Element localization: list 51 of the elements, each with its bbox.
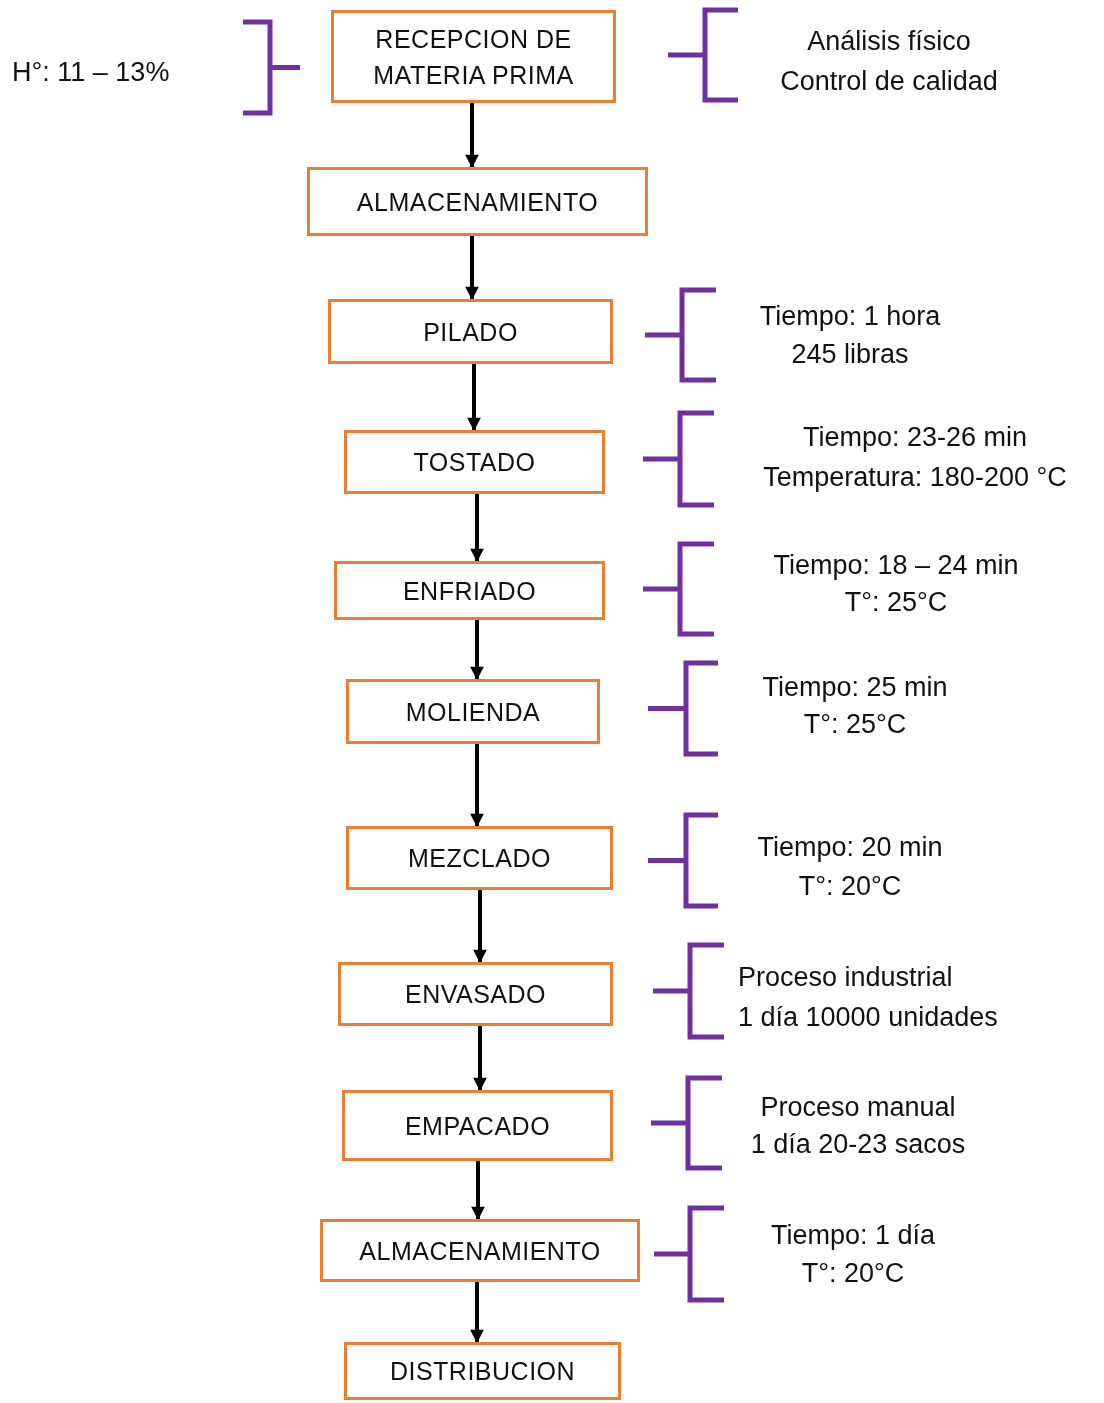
- process-note: Tiempo: 1 hora: [759, 300, 941, 333]
- process-box: [328, 299, 613, 364]
- arrow: [473, 890, 487, 964]
- step-label: DISTRIBUCION: [388, 1356, 577, 1387]
- process-note: Tiempo: 18 – 24 min: [773, 549, 1019, 582]
- arrow: [470, 494, 484, 563]
- arrow: [473, 1026, 487, 1092]
- process-note: Tiempo: 23-26 min: [802, 421, 1028, 454]
- process-box: [346, 826, 613, 890]
- step-label: EMPACADO: [403, 1110, 552, 1142]
- arrow: [470, 1282, 484, 1344]
- step-label: RECEPCION DE MATERIA PRIMA: [372, 23, 575, 91]
- process-note: Tiempo: 1 día: [770, 1219, 936, 1252]
- process-note: T°: 20°C: [798, 870, 902, 903]
- step-label: ALMACENAMIENTO: [355, 186, 600, 218]
- step-label: ALMACENAMIENTO: [358, 1235, 602, 1267]
- arrow: [471, 1161, 485, 1221]
- process-note: Control de calidad: [780, 65, 998, 98]
- arrow: [465, 236, 479, 301]
- process-note: T°: 25°C: [803, 708, 907, 741]
- arrow: [465, 103, 479, 169]
- process-box: [307, 167, 648, 236]
- process-note: Proceso manual: [760, 1091, 956, 1124]
- process-box: [344, 430, 605, 494]
- step-label: MOLIENDA: [404, 696, 542, 728]
- arrow: [470, 744, 484, 828]
- process-note: Tiempo: 25 min: [762, 671, 948, 704]
- process-box: [320, 1219, 640, 1282]
- process-note: Análisis físico: [807, 25, 971, 58]
- process-box: [342, 1090, 613, 1161]
- step-label: ENVASADO: [403, 979, 548, 1010]
- process-box: [346, 679, 600, 744]
- process-box: [334, 561, 605, 620]
- moisture-note: H°: 11 – 13%: [12, 56, 170, 89]
- process-box: [331, 10, 616, 103]
- process-note: 1 día 20-23 sacos: [750, 1128, 966, 1161]
- process-note: 1 día 10000 unidades: [738, 1001, 998, 1034]
- process-note: 245 libras: [791, 338, 909, 371]
- process-note: T°: 20°C: [801, 1257, 905, 1290]
- process-box: [344, 1342, 621, 1400]
- process-note: Proceso industrial: [738, 961, 953, 994]
- step-label: MEZCLADO: [407, 843, 552, 874]
- process-note: Tiempo: 20 min: [757, 831, 943, 864]
- step-label: TOSTADO: [412, 447, 537, 478]
- process-note: T°: 25°C: [844, 586, 948, 619]
- process-note: Temperatura: 180-200 °C: [763, 461, 1067, 494]
- step-label: PILADO: [422, 316, 519, 348]
- arrow: [470, 620, 484, 681]
- arrow: [467, 364, 481, 432]
- step-label: ENFRIADO: [401, 575, 538, 607]
- process-box: [338, 962, 613, 1026]
